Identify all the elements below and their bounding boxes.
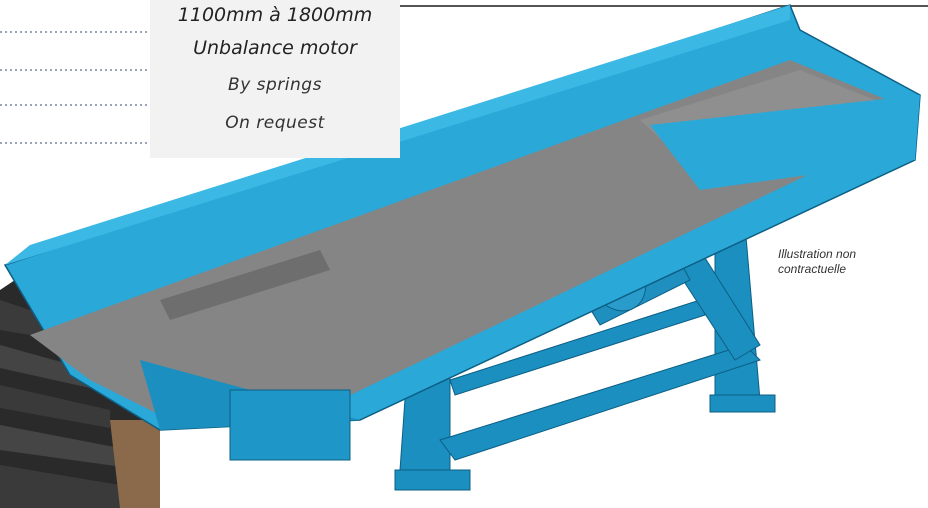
disclaimer-line-2: contractuelle	[778, 262, 847, 276]
spec-drive: Unbalance motor	[193, 37, 357, 59]
spec-suspension: By springs	[228, 75, 322, 95]
illustration-disclaimer: Illustration non contractuelle	[778, 247, 918, 277]
left-dotted-rows	[0, 31, 150, 144]
trough-body	[3, 4, 921, 461]
spec-table: 1100mm à 1800mm Unbalance motor By sprin…	[150, 0, 400, 158]
disclaimer-line-1: Illustration non	[778, 247, 857, 261]
spec-width: 1100mm à 1800mm	[177, 4, 373, 26]
spec-options: On request	[225, 113, 325, 133]
